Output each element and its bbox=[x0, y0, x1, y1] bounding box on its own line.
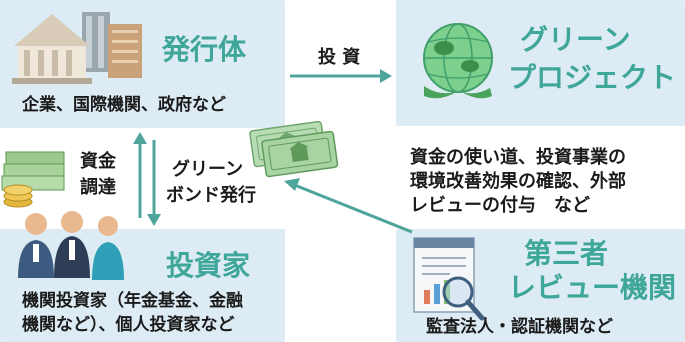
green-project-title-line2: プロジェクト bbox=[508, 61, 677, 94]
buildings-icon bbox=[12, 12, 142, 84]
investor-subtitle-line1: 機関投資家（年金基金、金融 bbox=[22, 291, 243, 311]
invest-arrow bbox=[290, 69, 392, 83]
reviewer-subtitle: 監査法人・認証機関など bbox=[426, 317, 613, 337]
project-desc-line1: 資金の使い道、投資事業の bbox=[410, 147, 626, 168]
issuer-title: 発行体 bbox=[162, 33, 247, 66]
review-arrow bbox=[284, 178, 413, 234]
bond-note-icon bbox=[249, 120, 339, 178]
project-desc-line2: 環境改善効果の確認、外部 bbox=[410, 171, 626, 192]
bond-issuance-arrow bbox=[147, 140, 161, 226]
green-project-title-line1: グリーン bbox=[520, 23, 631, 56]
invest-label: 投 資 bbox=[318, 47, 361, 68]
funding-label-line1: 資金 bbox=[80, 151, 116, 172]
project-desc-line3: レビューの付与 など bbox=[410, 195, 590, 216]
investor-title: 投資家 bbox=[166, 249, 251, 282]
bond-issuance-label-line2: ボンド発行 bbox=[166, 185, 256, 206]
globe-icon bbox=[423, 23, 493, 99]
issuer-subtitle: 企業、国際機関、政府など bbox=[22, 95, 226, 115]
investor-subtitle-line2: 機関など）、個人投資家など bbox=[22, 315, 235, 335]
review-document-icon bbox=[413, 237, 485, 321]
bond-issuance-label-line1: グリーン bbox=[172, 159, 244, 180]
reviewer-title-line2: レビュー機関 bbox=[508, 271, 677, 304]
funding-label-line2: 調達 bbox=[80, 177, 116, 198]
funding-arrow bbox=[133, 132, 147, 218]
reviewer-title-line1: 第三者 bbox=[524, 237, 609, 270]
investors-icon bbox=[18, 211, 124, 280]
money-stack-icon bbox=[1, 151, 65, 208]
